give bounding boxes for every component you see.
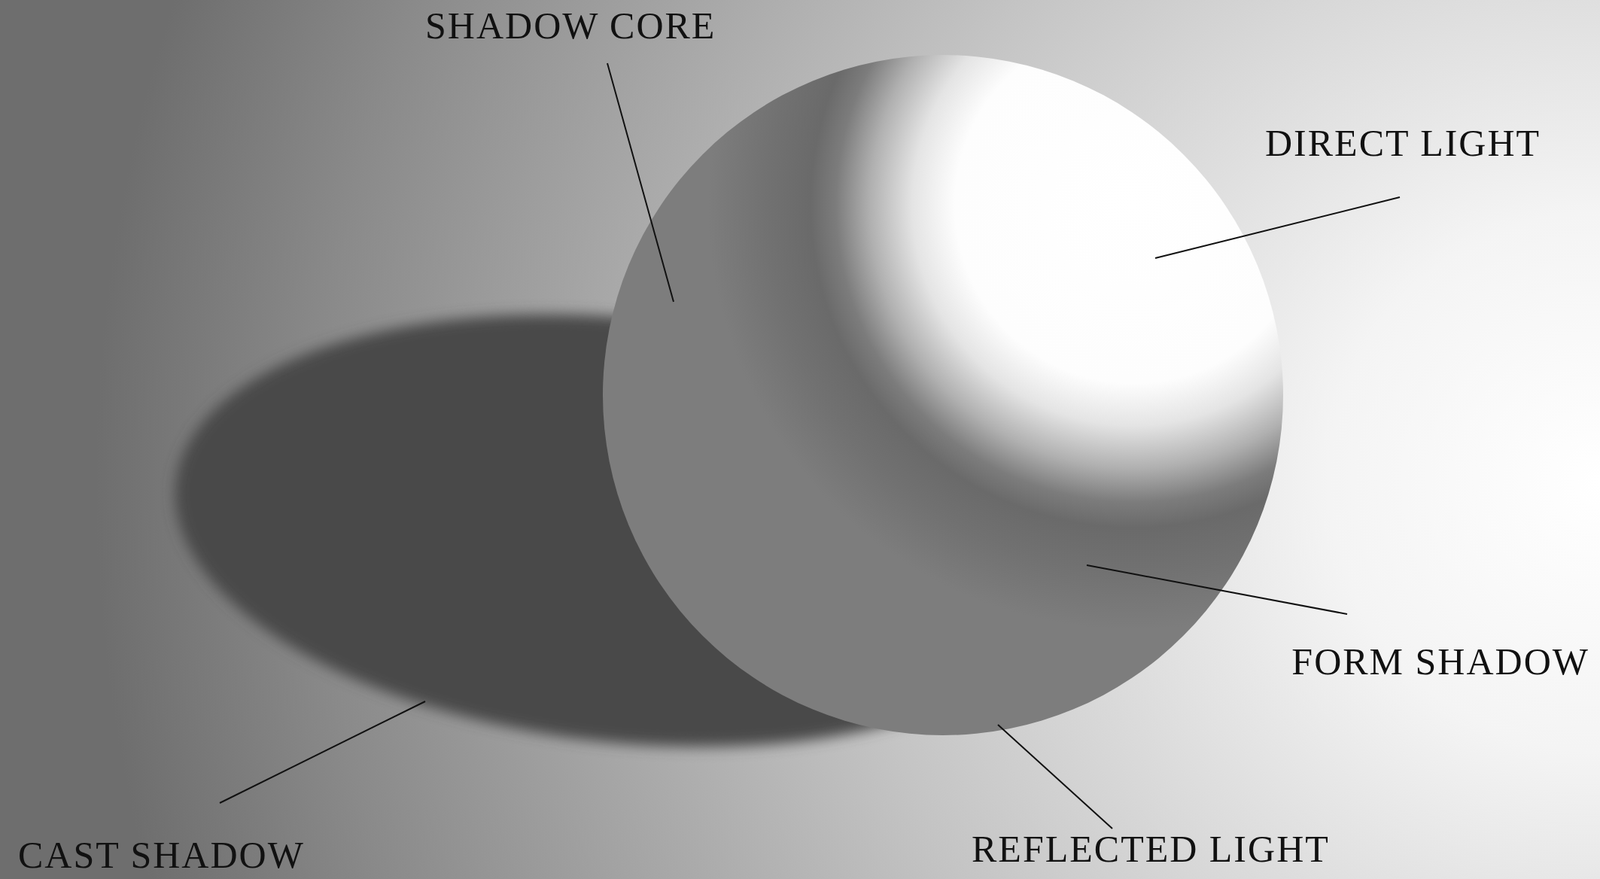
part-label: REFLECTED LIGHT — [971, 828, 1330, 870]
part-label: CAST SHADOW — [18, 834, 305, 877]
leader-lines — [219, 63, 1400, 829]
leader-line — [997, 724, 1113, 829]
leader-line — [1086, 565, 1348, 615]
leader-line — [1155, 197, 1400, 259]
sphere — [602, 54, 1284, 736]
part-label: DIRECT LIGHT — [1265, 122, 1541, 165]
part-label: SHADOW CORE — [425, 5, 716, 47]
leader-line — [607, 63, 674, 302]
leader-line — [219, 701, 426, 804]
part-label: FORM SHADOW — [1291, 641, 1590, 683]
